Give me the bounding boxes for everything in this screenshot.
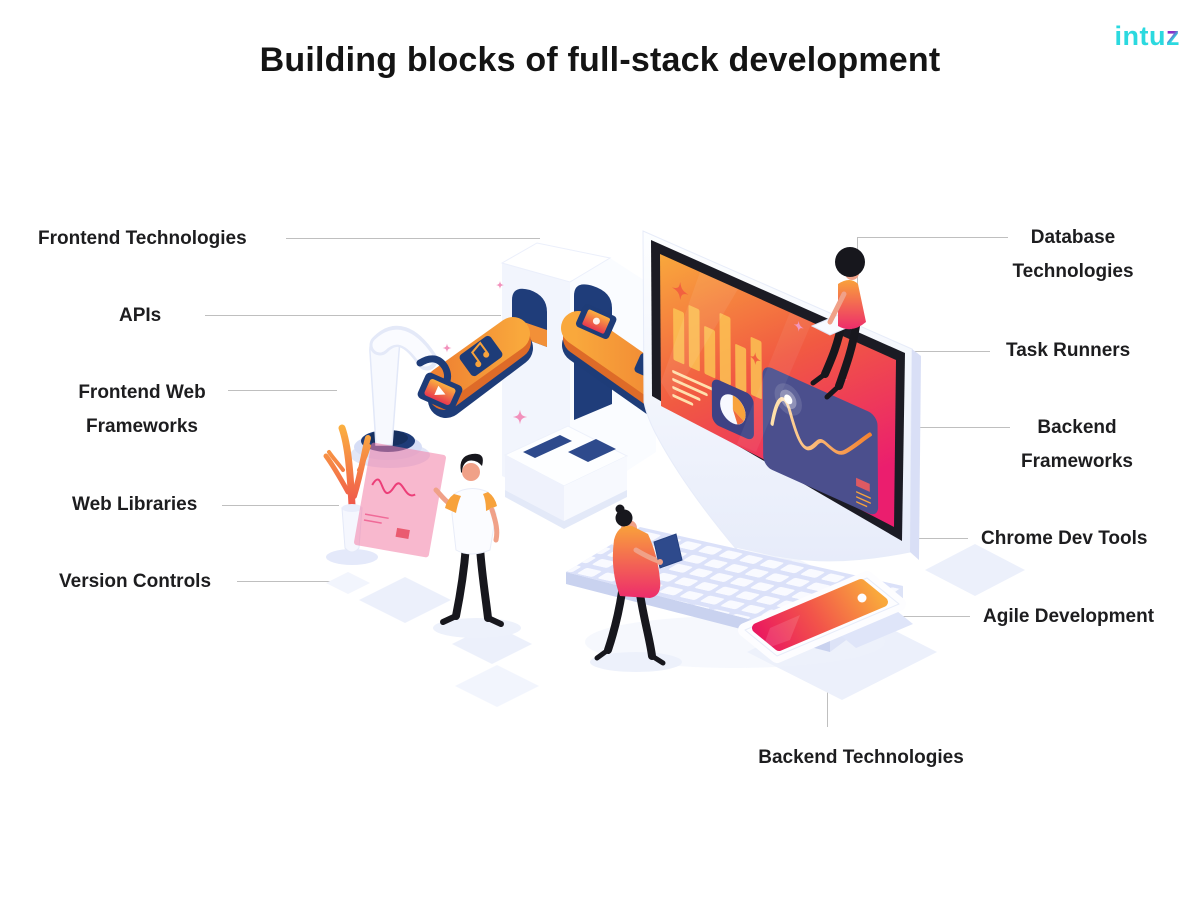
- label-backend-technologies: Backend Technologies: [758, 747, 964, 768]
- phone-illustration: [738, 571, 913, 663]
- tablet: [653, 533, 683, 569]
- label-task-runners: Task Runners: [1006, 340, 1131, 361]
- sparkle-icon: [442, 343, 452, 353]
- belt-card: [634, 353, 668, 382]
- pink-chart-card: [354, 442, 446, 558]
- leader-line: [913, 538, 968, 539]
- monitor-stand: [719, 548, 811, 592]
- printer-box: [503, 425, 629, 529]
- pie-chart: [711, 379, 754, 440]
- gripper: [416, 355, 452, 392]
- sparkle-icon: [838, 371, 848, 385]
- leader-line: [237, 581, 334, 582]
- floor-tiles: [326, 544, 1025, 707]
- conveyor-belt-left: [426, 317, 533, 418]
- phone-notch: [857, 593, 867, 603]
- music-note-card: [459, 335, 503, 377]
- monitor-bezel: [651, 240, 905, 541]
- laptop: [810, 313, 860, 336]
- vase: [341, 507, 363, 553]
- label-apis: APIs: [119, 305, 162, 326]
- conveyor-belt-right: [561, 304, 687, 425]
- sparkle-icon: [671, 278, 689, 304]
- bar-chart: [673, 305, 762, 400]
- label-backend-frameworks: Backend Frameworks: [1021, 417, 1133, 472]
- keyboard-illustration: [566, 527, 903, 652]
- leader-line: [286, 238, 540, 239]
- sparkle-icon: [793, 318, 804, 334]
- leader-line: [827, 655, 828, 727]
- afro-hair: [835, 247, 865, 277]
- logo-accent: z: [1166, 21, 1180, 51]
- leader-line: [857, 237, 1008, 238]
- label-agile-development: Agile Development: [983, 606, 1155, 627]
- flame-card: [575, 304, 617, 340]
- leader-line: [860, 351, 990, 352]
- arch-opening-left: [512, 288, 547, 347]
- monitor-illustration: [642, 230, 921, 562]
- leader-line: [912, 427, 1010, 428]
- leader-line: [205, 315, 501, 316]
- leader-line: [897, 616, 970, 617]
- label-frontend-web-frameworks: Frontend Web Frameworks: [78, 382, 206, 437]
- label-web-libraries: Web Libraries: [72, 494, 198, 515]
- plant: [323, 424, 371, 553]
- label-database-technologies: Database Technologies: [1012, 227, 1134, 282]
- logo-text: intu: [1114, 21, 1166, 51]
- woman-figure: [590, 504, 683, 672]
- bun-hair: [615, 509, 633, 527]
- man-figure: [433, 453, 521, 638]
- phone-screen: [752, 579, 888, 651]
- play-button-box: [417, 372, 463, 412]
- robot-arm: [350, 325, 463, 468]
- arch-opening-right: [574, 284, 612, 420]
- sparkle-icon: [749, 349, 762, 368]
- intuz-logo: intuz: [1115, 22, 1180, 50]
- label-version-controls: Version Controls: [59, 571, 212, 592]
- sparkle-icon: [495, 280, 505, 290]
- label-chrome-dev-tools: Chrome Dev Tools: [981, 528, 1148, 549]
- leader-line: [857, 237, 858, 347]
- leader-line: [228, 390, 337, 391]
- line-chart: [762, 367, 879, 515]
- leader-line: [222, 505, 339, 506]
- sparkle-icon: [512, 409, 528, 425]
- monitor-screen: [660, 254, 896, 527]
- page-title: Building blocks of full-stack developmen…: [259, 41, 941, 79]
- label-frontend-technologies: Frontend Technologies: [38, 228, 247, 249]
- archway: [500, 242, 656, 508]
